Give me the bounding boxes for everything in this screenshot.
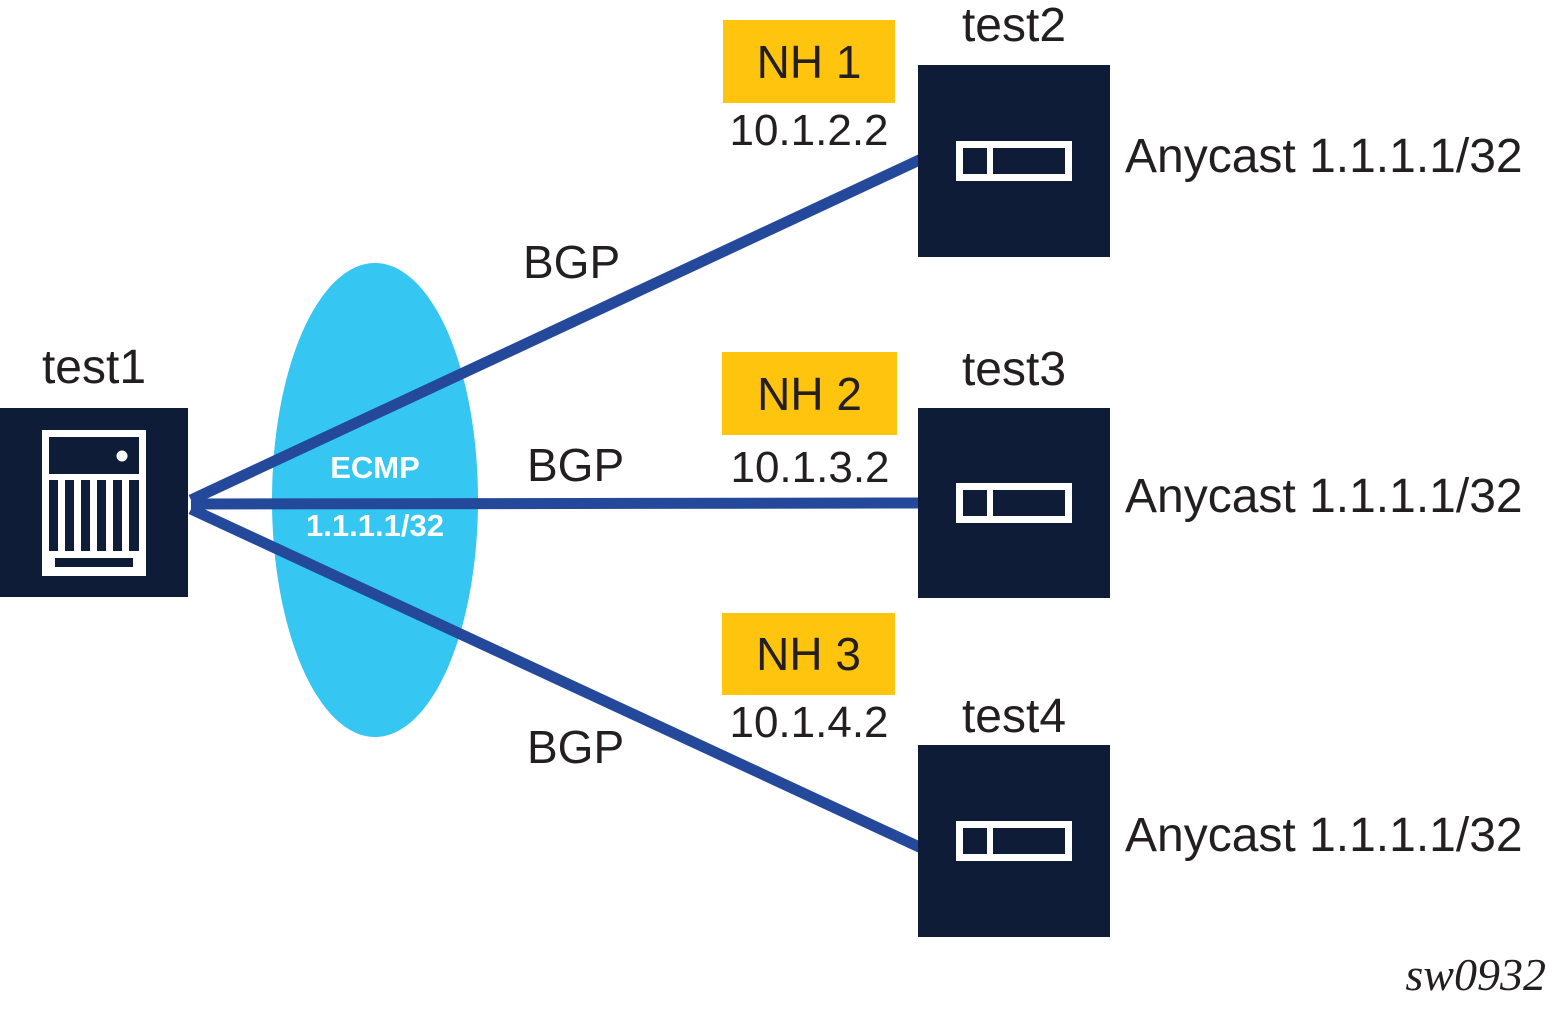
router-label-test3: test3 [961,343,1067,396]
router-label-test1: test1 [41,341,147,394]
anycast-label-3: Anycast 1.1.1.1/32 [1125,809,1523,862]
anycast-label-1: Anycast 1.1.1.1/32 [1125,130,1523,183]
bgp-label-3: BGP [527,721,625,773]
next-hop-badge-2: NH 2 [722,352,897,435]
linecard-router-icon [956,821,1072,861]
linecard-router-icon [956,141,1072,181]
router-label-test2: test2 [961,0,1067,52]
link-test1-test2 [188,150,933,505]
bgp-label-2: BGP [527,439,625,491]
ecmp-prefix: 1.1.1.1/32 [306,508,444,543]
router-node-test1 [0,408,188,597]
next-hop-ip-3: 10.1.4.2 [729,698,889,747]
next-hop-badge-1: NH 1 [723,20,895,103]
linecard-router-icon [956,483,1072,523]
server-chassis-icon [42,429,146,576]
figure-id: sw0932 [1405,949,1546,1000]
link-test1-test3 [190,497,931,510]
next-hop-badge-3: NH 3 [722,613,895,695]
anycast-label-2: Anycast 1.1.1.1/32 [1125,470,1523,523]
next-hop-ip-2: 10.1.3.2 [730,443,890,492]
router-node-test4 [918,745,1110,937]
router-node-test2 [918,65,1110,257]
ecmp-label: ECMP [330,450,420,485]
bgp-label-1: BGP [523,236,621,288]
router-node-test3 [918,408,1110,598]
next-hop-ip-1: 10.1.2.2 [729,106,889,155]
link-test1-test4 [188,504,933,857]
router-label-test4: test4 [961,690,1067,743]
